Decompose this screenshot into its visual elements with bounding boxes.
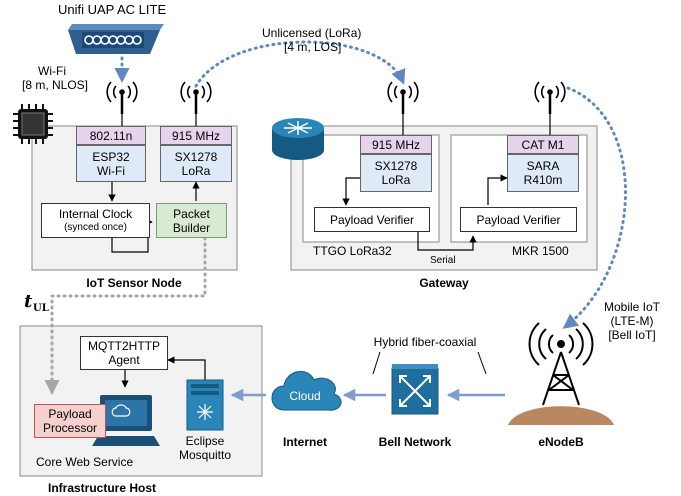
wifi-link-range: [8 m, NLOS] xyxy=(22,78,89,92)
mqtt-agent-label-1: MQTT2HTTP xyxy=(88,339,160,353)
sx1278-chip-label: SX1278 xyxy=(174,149,218,164)
internal-clock-box: Internal Clock (synced once) xyxy=(41,203,150,238)
ttgo-title: TTGO LoRa32 xyxy=(313,244,392,258)
mqtt-agent-label-2: Agent xyxy=(108,353,140,367)
sara-model-label: R410m xyxy=(523,173,563,187)
internal-clock-note: (synced once) xyxy=(64,221,127,233)
mobile-link-label: Mobile IoT xyxy=(603,300,661,314)
computer-icon xyxy=(92,395,160,446)
lora-band-label: 915 MHz xyxy=(160,126,232,145)
lora-link-label: Unlicensed (LoRa) xyxy=(262,26,362,40)
wifi-link-label: Wi-Fi xyxy=(38,64,66,78)
uplink-time-symbol: t xyxy=(24,291,33,312)
web-service-label: Core Web Service xyxy=(36,455,134,469)
mobile-link-carrier: [Bell IoT] xyxy=(608,328,656,342)
uplink-line xyxy=(44,236,207,395)
infrastructure-title: Infrastructure Host xyxy=(47,481,157,495)
packet-builder-label-1: Packet xyxy=(173,206,210,221)
packet-builder-label-2: Builder xyxy=(172,220,211,235)
gateway-title: Gateway xyxy=(419,276,469,290)
sx1278-tech-label: LoRa xyxy=(181,163,211,178)
cloud-icon xyxy=(271,371,342,411)
sensor-node-title: IoT Sensor Node xyxy=(86,276,182,290)
serial-label: Serial xyxy=(430,255,456,266)
cell-tower-icon xyxy=(508,322,614,425)
internet-label: Internet xyxy=(282,435,328,449)
packet-builder-box: Packet Builder xyxy=(156,203,227,238)
internal-clock-label: Internal Clock xyxy=(58,206,133,221)
lora-link-line xyxy=(194,40,406,88)
mqtt-agent-box: MQTT2HTTP Agent xyxy=(80,336,168,370)
ttgo-radio-module: SX1278 LoRa xyxy=(360,154,432,192)
lora-link-range: [4 m, LOS] xyxy=(284,40,342,54)
mosquitto-label-2: Mosquitto xyxy=(178,448,232,462)
esp32-module: ESP32 Wi-Fi xyxy=(76,145,146,182)
mobile-link-tech: (LTE-M) xyxy=(610,314,654,328)
mobile-link-line xyxy=(562,86,627,329)
ttgo-tech-label: LoRa xyxy=(381,173,411,187)
payload-processor-box: Payload Processor xyxy=(34,404,106,438)
payload-processor-label-2: Processor xyxy=(42,421,98,435)
sara-module: SARA R410m xyxy=(507,154,579,192)
mkr-title: MKR 1500 xyxy=(512,244,569,258)
payload-processor-label-1: Payload xyxy=(48,407,92,421)
hfc-label: Hybrid fiber-coaxial xyxy=(373,335,477,349)
access-point-icon xyxy=(68,24,164,54)
mkr-verifier-box: Payload Verifier xyxy=(460,207,577,232)
ttgo-verifier-box: Payload Verifier xyxy=(314,207,430,232)
mosquitto-label-1: Eclipse xyxy=(185,434,225,448)
wifi-band-label: 802.11n xyxy=(76,126,146,145)
switch-icon xyxy=(391,364,439,415)
mkr-band-label: CAT M1 xyxy=(507,135,579,154)
sx1278-module: SX1278 LoRa xyxy=(160,145,232,182)
esp32-tech-label: Wi-Fi xyxy=(97,163,125,178)
uplink-time-subscript: UL xyxy=(33,303,49,314)
ttgo-band-label: 915 MHz xyxy=(360,135,432,154)
ttgo-chip-label: SX1278 xyxy=(374,159,418,173)
router-icon xyxy=(272,118,324,160)
bell-network-label: Bell Network xyxy=(378,435,452,449)
sara-chip-label: SARA xyxy=(526,159,560,173)
antenna-icon xyxy=(106,81,566,114)
server-icon xyxy=(186,379,224,431)
access-point-label: Unifi UAP AC LITE xyxy=(58,2,167,17)
chip-icon xyxy=(13,104,53,144)
enodeb-label: eNodeB xyxy=(538,435,584,449)
esp32-chip-label: ESP32 xyxy=(92,149,130,164)
cloud-label: Cloud xyxy=(289,389,321,403)
